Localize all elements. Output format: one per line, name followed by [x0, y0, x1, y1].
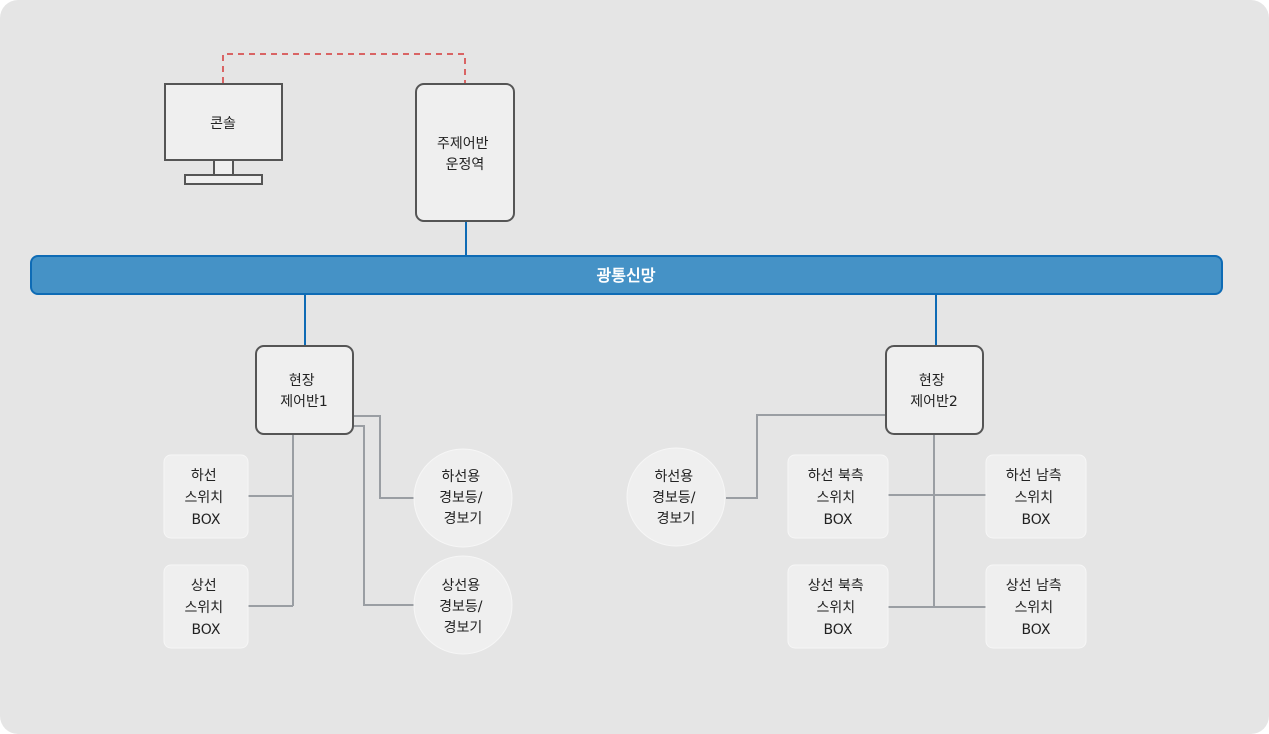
p2-down-north-switch-node[interactable]: 하선 북측 스위치 BOX — [787, 454, 889, 539]
p2-up-north-switch-box — [787, 564, 889, 649]
p2-up-north-switch-node[interactable]: 상선 북측 스위치 BOX — [787, 564, 889, 649]
console-label: 콘솔 — [210, 116, 236, 132]
p2-down-alarm-node[interactable]: 하선용 경보등/ 경보기 — [626, 447, 726, 547]
p2-down-south-switch-node[interactable]: 하선 남측 스위치 BOX — [985, 454, 1087, 539]
main-control-panel-label: 주제어반 운정역 — [437, 136, 493, 173]
p2-up-south-switch-label: 상선 남측 스위치 BOX — [1006, 578, 1066, 638]
monitor-base — [184, 174, 263, 185]
console-node[interactable]: 콘솔 — [164, 83, 283, 185]
p1-down-alarm-circle — [413, 448, 513, 548]
p1-down-switch-box — [163, 454, 249, 539]
field-panel-2-label: 현장 제어반2 — [910, 373, 958, 410]
link-p1-up-alarm — [353, 425, 414, 606]
p1-up-alarm-circle — [413, 555, 513, 655]
p2-down-north-switch-label: 하선 북측 스위치 BOX — [808, 468, 868, 528]
field-panel-1-box — [255, 345, 354, 435]
link-p1-down-alarm — [353, 415, 414, 499]
fiber-network-bar — [30, 255, 1223, 295]
main-control-panel-node[interactable]: 주제어반 운정역 — [415, 83, 515, 222]
p1-down-alarm-node[interactable]: 하선용 경보등/ 경보기 — [413, 448, 513, 548]
p1-down-alarm-label: 하선용 경보등/ 경보기 — [439, 469, 487, 527]
p2-down-alarm-label: 하선용 경보등/ 경보기 — [652, 469, 700, 527]
dashed-link-console-main — [222, 53, 466, 83]
p2-up-north-switch-label: 상선 북측 스위치 BOX — [808, 578, 868, 638]
fiber-network-label: 광통신망 — [597, 266, 656, 285]
p2-down-north-switch-box — [787, 454, 889, 539]
p1-up-switch-label: 상선 스위치 BOX — [184, 578, 227, 638]
field-panel-2-box — [885, 345, 984, 435]
p2-down-alarm-circle — [626, 447, 726, 547]
panel2-links — [726, 414, 986, 608]
monitor-neck — [213, 159, 234, 176]
p1-up-switch-box-node[interactable]: 상선 스위치 BOX — [163, 564, 249, 649]
p1-up-alarm-node[interactable]: 상선용 경보등/ 경보기 — [413, 555, 513, 655]
p1-up-switch-box — [163, 564, 249, 649]
p2-up-south-switch-box — [985, 564, 1087, 649]
field-panel-2-node[interactable]: 현장 제어반2 — [885, 345, 984, 435]
field-panel-1-label: 현장 제어반1 — [280, 373, 328, 410]
monitor-screen-icon — [164, 83, 283, 161]
p1-down-switch-box-node[interactable]: 하선 스위치 BOX — [163, 454, 249, 539]
p1-down-switch-label: 하선 스위치 BOX — [184, 468, 227, 528]
p2-up-south-switch-node[interactable]: 상선 남측 스위치 BOX — [985, 564, 1087, 649]
p1-up-alarm-label: 상선용 경보등/ 경보기 — [439, 578, 487, 636]
p2-down-south-switch-label: 하선 남측 스위치 BOX — [1006, 468, 1066, 528]
panel1-links — [248, 415, 414, 607]
field-panel-1-node[interactable]: 현장 제어반1 — [255, 345, 354, 435]
p2-down-south-switch-box — [985, 454, 1087, 539]
fiber-network-bus[interactable]: 광통신망 — [30, 255, 1223, 295]
link-p2-down-alarm — [726, 414, 886, 499]
main-control-panel-box — [415, 83, 515, 222]
